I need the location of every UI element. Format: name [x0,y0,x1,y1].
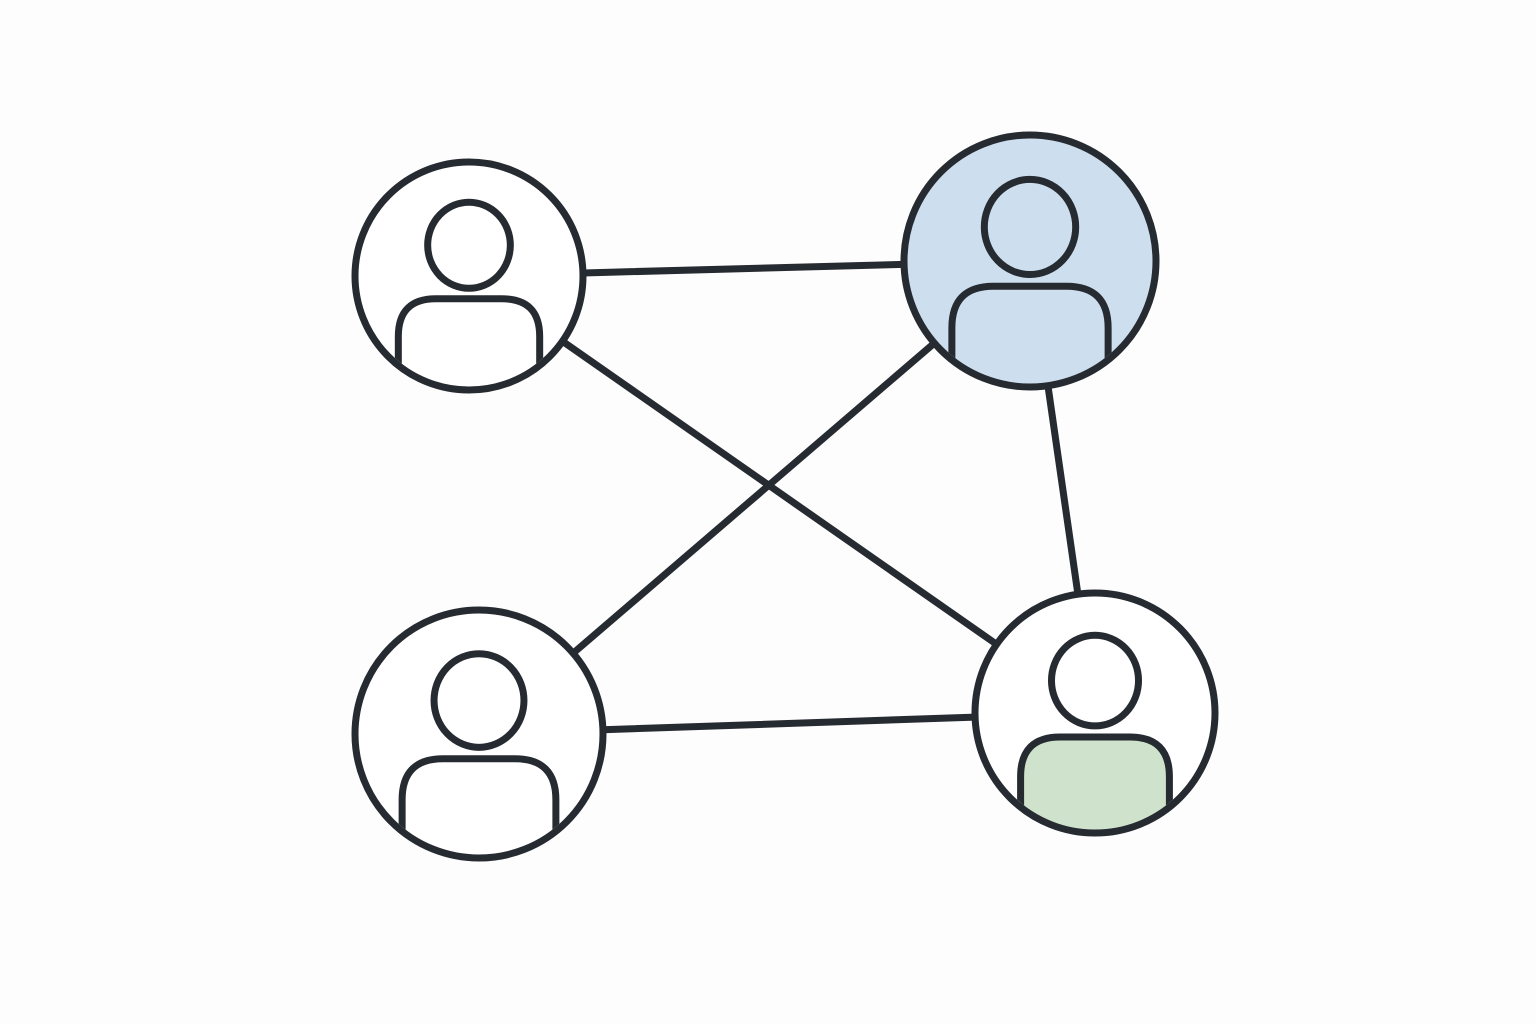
node-top-right [900,131,1160,391]
edges-layer [558,260,1082,734]
user-icon-body [398,755,560,855]
edge-bottom-left-to-bottom-right [599,713,979,734]
node-ring [351,606,607,862]
edge-top-right-to-bottom-right [1044,382,1082,598]
user-icon-body [948,282,1112,384]
user-icon [394,198,544,387]
user-icon-body [1017,733,1173,830]
node-bottom-left [351,606,607,862]
user-icon-head [1047,631,1143,730]
user-icon-head [980,175,1080,279]
edge-top-left-to-bottom-right [558,337,1001,648]
node-ring [971,589,1219,837]
user-icon-head [424,198,514,292]
edge-top-right-to-bottom-left [569,339,938,657]
node-ring [351,158,587,394]
edge-top-left-to-top-right [579,260,908,277]
user-icon [398,650,560,855]
user-icon-body [394,295,544,387]
user-icon [948,175,1112,384]
user-icon-head [430,650,528,751]
node-bottom-right [971,589,1219,837]
node-top-left [351,158,587,394]
node-ring [900,131,1160,391]
nodes-layer [351,131,1219,862]
user-icon [1017,631,1173,830]
